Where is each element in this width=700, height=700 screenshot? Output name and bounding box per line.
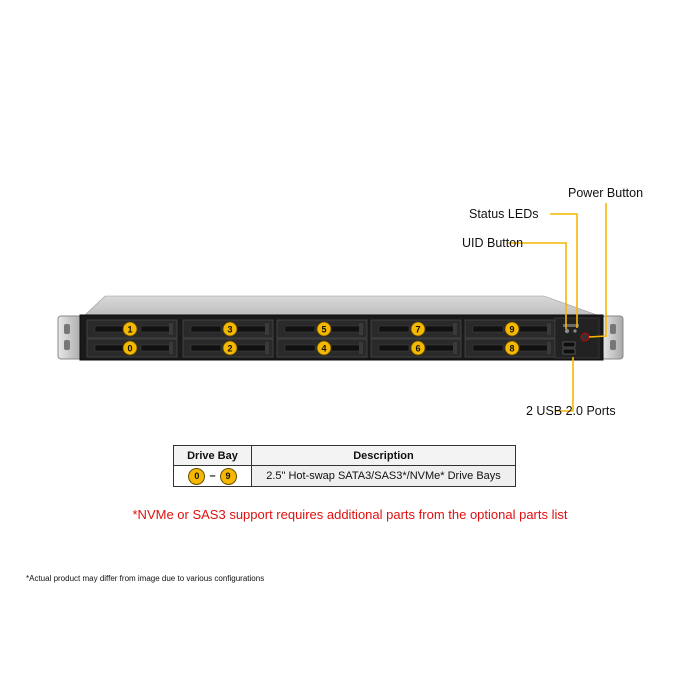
product-disclaimer: *Actual product may differ from image du…: [26, 574, 265, 583]
drive-tray-vent: [94, 344, 126, 352]
drive-tray-latch: [547, 342, 551, 354]
chassis-top: [83, 295, 601, 317]
rack-ear-right: [601, 315, 624, 360]
uid-button-icon: [564, 328, 570, 334]
drive-tray-vent: [284, 325, 316, 333]
drive-tray-vent: [378, 344, 410, 352]
drive-tray-vent: [330, 344, 362, 352]
drive-bay-number-badge: [122, 321, 138, 337]
drive-tray-latch: [169, 342, 173, 354]
drive-tray-latch: [265, 342, 269, 354]
drive-bay-number-badge: [410, 321, 426, 337]
drive-tray-vent: [140, 325, 172, 333]
status-leds-line: [550, 213, 578, 328]
table-header-drive-bay: Drive Bay: [173, 445, 252, 466]
drive-bay-number: 4: [321, 343, 326, 353]
uid-button-line: [507, 242, 567, 329]
power-button-icon: [580, 332, 590, 342]
drive-tray-vent: [284, 344, 316, 352]
power-button-line: [588, 203, 607, 338]
drive-bay-number-badge: [410, 340, 426, 356]
drive-tray-latch: [547, 323, 551, 335]
table-row: 0 – 9 2.5" Hot-swap SATA3/SAS3*/NVMe* Dr…: [173, 465, 516, 487]
drive-bay-number-badge: [504, 340, 520, 356]
drive-bay-number: 0: [127, 343, 132, 353]
drive-tray-latch: [265, 323, 269, 335]
bay-badge-start: 0: [188, 467, 206, 485]
drive-bay-number-badge: [222, 321, 238, 337]
range-separator: –: [209, 470, 216, 482]
drive-bay-number-badge: [504, 321, 520, 337]
table-header-row: Drive Bay Description: [173, 445, 516, 466]
drive-bay-number-badge: [316, 340, 332, 356]
nvme-sas3-note: *NVMe or SAS3 support requires additiona…: [132, 507, 568, 522]
rack-ear-left: [57, 315, 83, 360]
drive-bay-description: 2.5" Hot-swap SATA3/SAS3*/NVMe* Drive Ba…: [251, 465, 516, 487]
drive-tray-vent: [424, 344, 456, 352]
drive-bay-table: Drive Bay Description 0 – 9 2.5" Hot-swa…: [173, 445, 516, 487]
drive-tray-vent: [190, 344, 222, 352]
drive-tray-vent: [518, 344, 550, 352]
drive-bay-number-badge: [222, 340, 238, 356]
drive-bay-number: 1: [127, 324, 132, 334]
drive-tray-vent: [140, 344, 172, 352]
drive-tray-latch: [453, 323, 457, 335]
usb-port-icon: [562, 341, 576, 348]
drive-tray-latch: [169, 323, 173, 335]
usb-ports-label: 2 USB 2.0 Ports: [526, 404, 616, 418]
drive-tray-vent: [472, 344, 504, 352]
drive-bay-number: 5: [321, 324, 326, 334]
drive-tray-latch: [359, 342, 363, 354]
drive-bay-number: 6: [415, 343, 420, 353]
drive-tray-vent: [424, 325, 456, 333]
bay-badge-end: 9: [219, 467, 237, 485]
drive-bay-number: 9: [509, 324, 514, 334]
uid-button-label: UID Button: [462, 236, 524, 250]
table-header-description: Description: [251, 445, 516, 466]
drive-bay-number: 7: [415, 324, 420, 334]
power-button-label: Power Button: [568, 186, 644, 200]
status-leds-label: Status LEDs: [469, 207, 539, 221]
status-led-dot: [573, 329, 577, 333]
drive-bay-number-badge: [122, 340, 138, 356]
drive-bay-number: 3: [227, 324, 232, 334]
drive-tray-vent: [190, 325, 222, 333]
drive-tray-latch: [453, 342, 457, 354]
status-led-icon: [563, 324, 579, 327]
drive-tray-latch: [359, 323, 363, 335]
drive-tray-vent: [330, 325, 362, 333]
usb-ports-line: [555, 357, 574, 412]
drive-bay-number: 2: [227, 343, 232, 353]
drive-tray-vent: [236, 325, 268, 333]
drive-tray-vent: [236, 344, 268, 352]
drive-tray-vent: [518, 325, 550, 333]
drive-tray-vent: [378, 325, 410, 333]
drive-bay-number-badge: [316, 321, 332, 337]
drive-bay-number: 8: [509, 343, 514, 353]
drive-tray-vent: [472, 325, 504, 333]
drive-tray-vent: [94, 325, 126, 333]
drive-bay-range: 0 – 9: [173, 465, 252, 487]
usb-port-icon: [562, 348, 576, 355]
